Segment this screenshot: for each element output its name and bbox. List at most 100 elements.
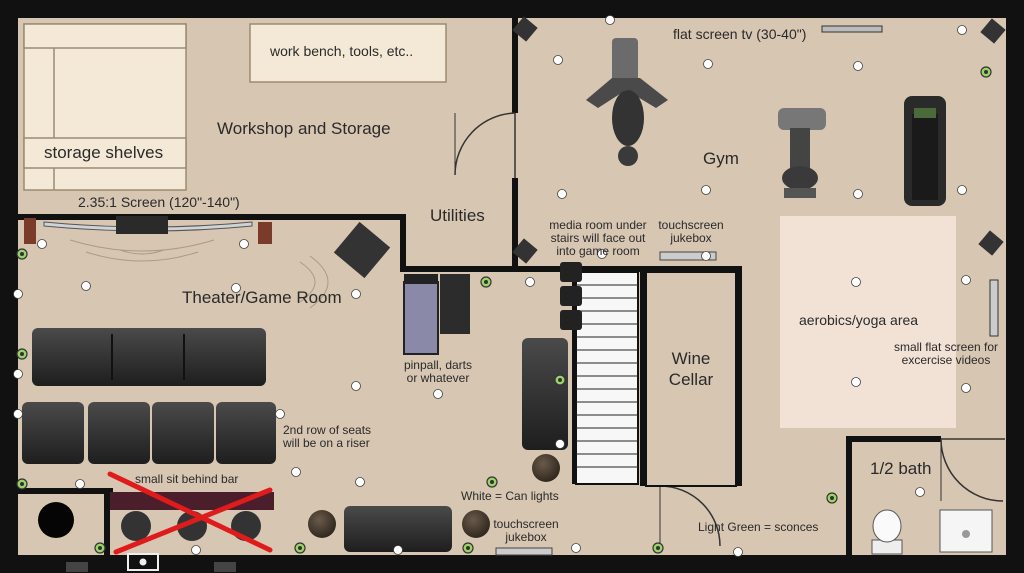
entry-icon — [127, 553, 159, 571]
label-screen: 2.35:1 Screen (120"-140") — [78, 194, 240, 210]
sofa-front-row — [32, 328, 266, 386]
bar-counter — [110, 492, 274, 510]
gym-tv — [821, 25, 883, 33]
can-light — [13, 409, 23, 419]
can-light — [851, 277, 861, 287]
bath-sink — [939, 509, 993, 553]
speaker-top-left-gym — [512, 16, 538, 42]
can-light — [13, 289, 23, 299]
label-jukebox-top: touchscreen jukebox — [658, 218, 724, 246]
can-light — [75, 479, 85, 489]
label-bath: 1/2 bath — [870, 459, 932, 478]
jukebox-top — [659, 251, 717, 261]
table-dark — [38, 502, 74, 538]
can-light — [393, 545, 403, 555]
can-light — [733, 547, 743, 557]
bar-table-2 — [462, 510, 490, 538]
label-legend-white: White = Can lights — [461, 489, 559, 503]
sconce-center — [20, 482, 24, 486]
sconce-center — [20, 252, 24, 256]
can-lights — [13, 15, 971, 557]
can-light — [605, 15, 615, 25]
exercise-bike — [778, 108, 826, 198]
media-chairs — [560, 262, 582, 330]
can-light — [231, 283, 241, 293]
doors — [454, 112, 1005, 548]
media-sofa — [522, 338, 568, 450]
theater-screen — [24, 216, 329, 309]
can-light — [553, 55, 563, 65]
can-light — [557, 189, 567, 199]
speaker-mid — [512, 238, 538, 264]
bath-sink-drain — [962, 530, 970, 538]
can-light — [853, 189, 863, 199]
can-light — [597, 249, 607, 259]
weight-machine — [586, 38, 668, 166]
wine-cellar — [645, 271, 737, 487]
can-light — [525, 277, 535, 287]
label-storage-shelves: storage shelves — [44, 143, 164, 162]
sconces — [16, 66, 992, 554]
can-light — [37, 239, 47, 249]
sconce-center — [484, 280, 488, 284]
pinball-machine — [403, 274, 470, 355]
can-light — [957, 185, 967, 195]
can-light — [957, 25, 967, 35]
can-light — [555, 439, 565, 449]
jukebox-bottom — [495, 547, 553, 556]
can-light — [291, 467, 301, 477]
sconce-center — [830, 496, 834, 500]
sconce-center — [466, 546, 470, 550]
sconce-center — [20, 352, 24, 356]
label-small-flat: small flat screen for excercise videos — [893, 340, 999, 368]
can-light — [961, 275, 971, 285]
sconce-center — [558, 378, 562, 382]
speaker-top-right-gym — [980, 18, 1006, 44]
exercise-screen — [989, 279, 999, 337]
theater-corner-speaker — [333, 221, 391, 279]
can-light — [433, 389, 443, 399]
label-legend-green: Light Green = sconces — [698, 520, 819, 534]
sconce-center — [984, 70, 988, 74]
label-pinball: pinpall, darts or whatever — [403, 358, 473, 386]
sconce-center — [490, 480, 494, 484]
can-light — [351, 289, 361, 299]
bar-stool-1 — [121, 511, 151, 541]
can-light — [701, 185, 711, 195]
storage-shelf-bottom — [23, 137, 187, 169]
sconce-center — [98, 546, 102, 550]
label-utilities: Utilities — [430, 206, 485, 225]
treadmill — [904, 96, 946, 206]
work-bench — [249, 23, 447, 83]
label-flat-tv: flat screen tv (30-40") — [673, 26, 807, 42]
toilet — [871, 509, 903, 555]
bar-sofa — [344, 506, 452, 552]
stairs — [572, 271, 639, 485]
sofa-second-row — [22, 402, 276, 464]
can-light — [571, 543, 581, 553]
bar-table-1 — [308, 510, 336, 538]
sconce-center — [298, 546, 302, 550]
label-small-sit: small sit behind bar — [135, 472, 239, 486]
media-table — [532, 454, 560, 482]
bottom-vent-2 — [214, 562, 236, 572]
can-light — [701, 251, 711, 261]
storage-shelf-top — [23, 23, 187, 49]
can-light — [239, 239, 249, 249]
can-light — [275, 409, 285, 419]
label-work-bench: work bench, tools, etc.. — [270, 43, 414, 59]
can-light — [355, 477, 365, 487]
bottom-vent-1 — [66, 562, 88, 572]
can-light — [703, 59, 713, 69]
label-gym: Gym — [703, 149, 739, 168]
speaker-right-gym — [978, 230, 1004, 256]
label-jukebox-bottom: touchscreen jukebox — [493, 517, 559, 545]
aerobics-mat — [780, 216, 956, 428]
can-light — [851, 377, 861, 387]
can-light — [853, 61, 863, 71]
sconce-center — [656, 546, 660, 550]
cancel-mark — [107, 471, 273, 555]
can-light — [915, 487, 925, 497]
